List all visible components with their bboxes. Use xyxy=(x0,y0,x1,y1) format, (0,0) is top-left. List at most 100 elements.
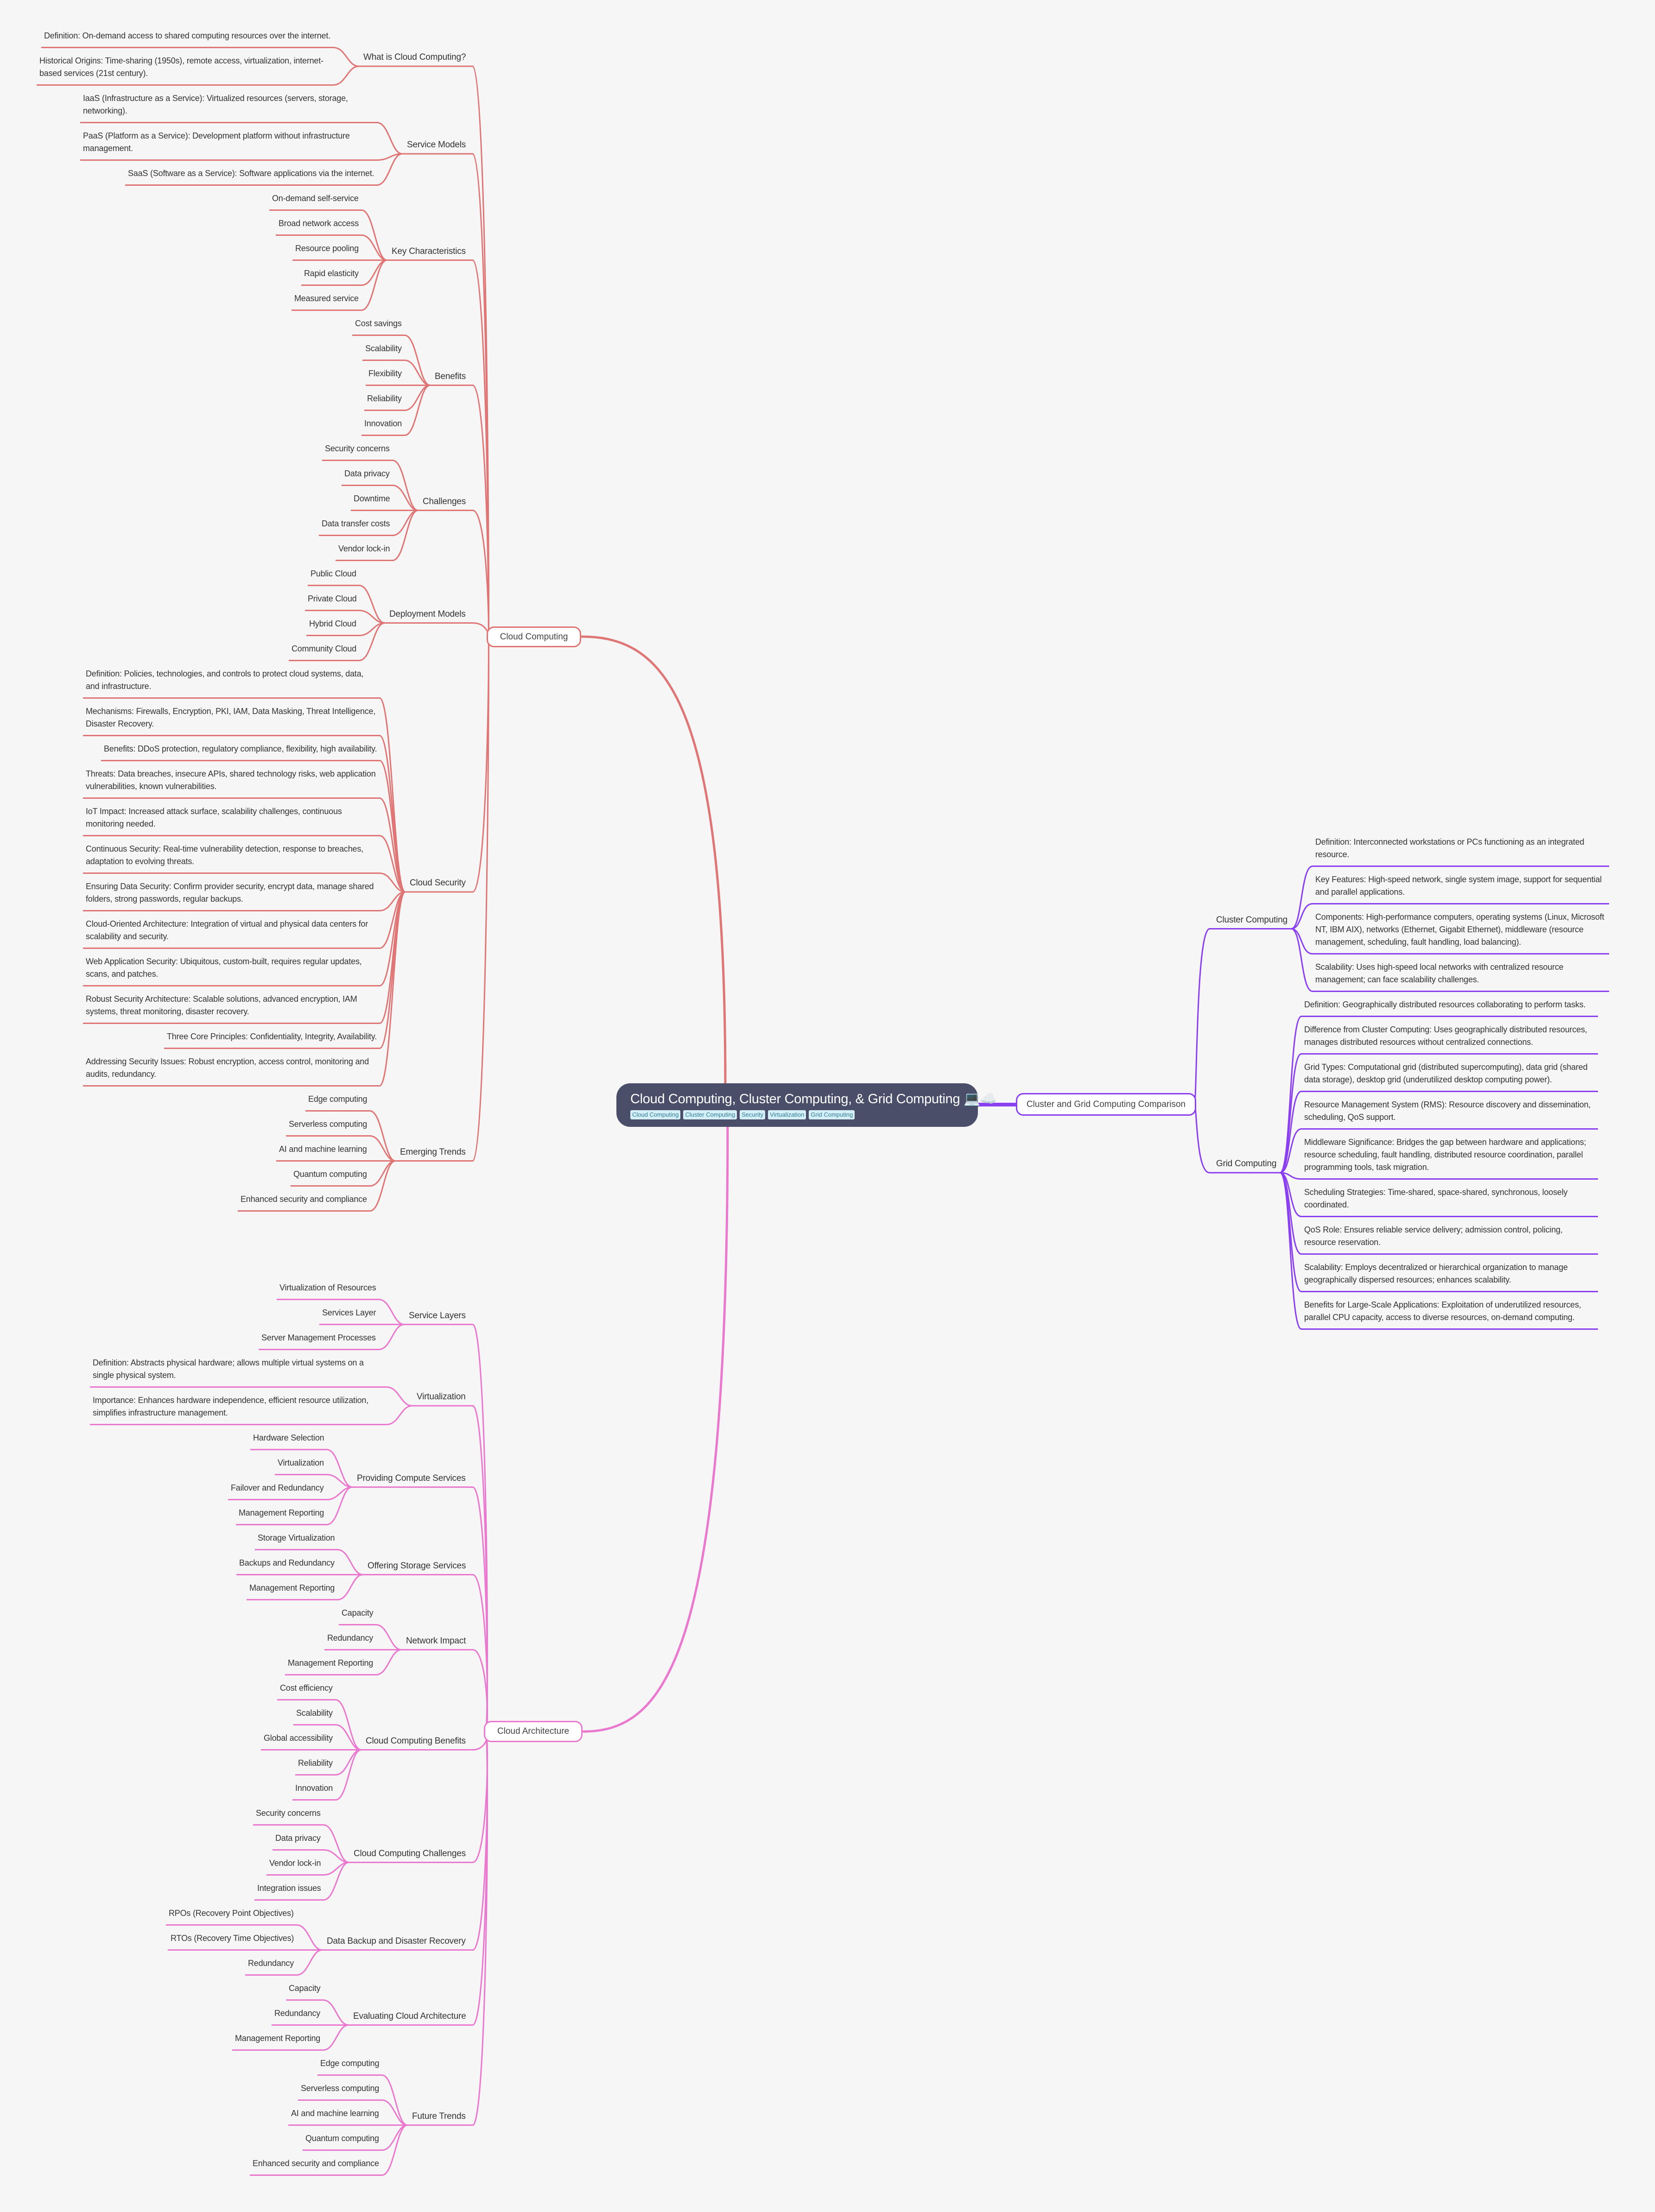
subtopic-item[interactable]: RTOs (Recovery Time Objectives) xyxy=(168,1926,297,1951)
subtopic-item[interactable]: Resource Management System (RMS): Resour… xyxy=(1301,1092,1598,1130)
subtopic-item[interactable]: Innovation xyxy=(361,411,405,436)
subtopic-item[interactable]: Grid Types: Computational grid (distribu… xyxy=(1301,1055,1598,1092)
subtopic-item[interactable]: AI and machine learning xyxy=(288,2101,382,2126)
subtopic-item[interactable]: Failover and Redundancy xyxy=(228,1475,327,1500)
subtopic-item[interactable]: Security concerns xyxy=(322,436,393,461)
subtopic-item[interactable]: Vendor lock-in xyxy=(266,1851,324,1876)
subtopic-item[interactable]: Public Cloud xyxy=(308,561,359,586)
subtopic-item[interactable]: Innovation xyxy=(292,1776,336,1801)
subtopic-item[interactable]: Integration issues xyxy=(254,1876,324,1901)
subtopic-item[interactable]: Virtualization xyxy=(275,1450,327,1475)
subtopic-item[interactable]: Measured service xyxy=(292,286,361,311)
subtopic-item[interactable]: Mechanisms: Firewalls, Encryption, PKI, … xyxy=(83,699,380,736)
topic-cluster-computing[interactable]: Cluster Computing xyxy=(1216,915,1287,925)
topic-data-backup-and-disaster-recovery[interactable]: Data Backup and Disaster Recovery xyxy=(327,1936,466,1946)
subtopic-item[interactable]: Management Reporting xyxy=(247,1575,338,1600)
subtopic-item[interactable]: Benefits for Large-Scale Applications: E… xyxy=(1301,1292,1598,1330)
subtopic-item[interactable]: Hybrid Cloud xyxy=(306,611,359,636)
subtopic-item[interactable]: Management Reporting xyxy=(285,1650,376,1675)
subtopic-item[interactable]: Vendor lock-in xyxy=(336,536,393,561)
branch-node-cloud-architecture[interactable]: Cloud Architecture xyxy=(484,1721,583,1742)
subtopic-item[interactable]: Definition: Abstracts physical hardware;… xyxy=(90,1350,387,1388)
subtopic-item[interactable]: Community Cloud xyxy=(289,636,360,661)
tag-cluster-computing[interactable]: Cluster Computing xyxy=(683,1110,737,1119)
subtopic-item[interactable]: Resource pooling xyxy=(292,236,361,261)
tag-virtualization[interactable]: Virtualization xyxy=(768,1110,806,1119)
subtopic-item[interactable]: Edge computing xyxy=(305,1087,370,1112)
topic-future-trends[interactable]: Future Trends xyxy=(412,2111,466,2121)
topic-what-is-cloud-computing[interactable]: What is Cloud Computing? xyxy=(363,52,466,62)
subtopic-item[interactable]: IoT Impact: Increased attack surface, sc… xyxy=(83,799,380,836)
subtopic-item[interactable]: Private Cloud xyxy=(305,586,360,611)
topic-virtualization[interactable]: Virtualization xyxy=(417,1392,466,1402)
subtopic-item[interactable]: Enhanced security and compliance xyxy=(250,2151,382,2176)
subtopic-item[interactable]: Definition: Geographically distributed r… xyxy=(1301,992,1598,1017)
subtopic-item[interactable]: Benefits: DDoS protection, regulatory co… xyxy=(101,736,380,761)
subtopic-item[interactable]: Backups and Redundancy xyxy=(236,1550,337,1575)
topic-cloud-computing-benefits[interactable]: Cloud Computing Benefits xyxy=(366,1736,466,1746)
subtopic-item[interactable]: Definition: Policies, technologies, and … xyxy=(83,661,380,699)
subtopic-item[interactable]: PaaS (Platform as a Service): Developmen… xyxy=(80,123,377,161)
subtopic-item[interactable]: Hardware Selection xyxy=(250,1425,327,1450)
subtopic-item[interactable]: Historical Origins: Time-sharing (1950s)… xyxy=(37,48,333,86)
subtopic-item[interactable]: Addressing Security Issues: Robust encry… xyxy=(83,1049,380,1087)
subtopic-item[interactable]: Rapid elasticity xyxy=(301,261,361,286)
branch-node-cloud-computing[interactable]: Cloud Computing xyxy=(487,626,581,647)
subtopic-item[interactable]: Scalability xyxy=(362,336,405,361)
subtopic-item[interactable]: Management Reporting xyxy=(232,2026,323,2051)
subtopic-item[interactable]: Cost efficiency xyxy=(277,1675,336,1700)
subtopic-item[interactable]: Ensuring Data Security: Confirm provider… xyxy=(83,874,380,911)
subtopic-item[interactable]: RPOs (Recovery Point Objectives) xyxy=(166,1901,297,1926)
subtopic-item[interactable]: Middleware Significance: Bridges the gap… xyxy=(1301,1130,1598,1180)
topic-service-models[interactable]: Service Models xyxy=(407,140,466,150)
subtopic-item[interactable]: On-demand self-service xyxy=(269,186,361,211)
subtopic-item[interactable]: Robust Security Architecture: Scalable s… xyxy=(83,986,380,1024)
subtopic-item[interactable]: Importance: Enhances hardware independen… xyxy=(90,1388,387,1425)
subtopic-item[interactable]: Data privacy xyxy=(273,1826,323,1851)
topic-cloud-security[interactable]: Cloud Security xyxy=(410,878,466,888)
subtopic-item[interactable]: Scalability: Employs decentralized or hi… xyxy=(1301,1255,1598,1292)
subtopic-item[interactable]: Components: High-performance computers, … xyxy=(1313,904,1609,954)
topic-challenges[interactable]: Challenges xyxy=(423,496,466,506)
subtopic-item[interactable]: Definition: Interconnected workstations … xyxy=(1313,829,1609,867)
subtopic-item[interactable]: Scheduling Strategies: Time-shared, spac… xyxy=(1301,1180,1598,1217)
subtopic-item[interactable]: Difference from Cluster Computing: Uses … xyxy=(1301,1017,1598,1055)
subtopic-item[interactable]: Redundancy xyxy=(324,1625,376,1650)
subtopic-item[interactable]: Reliability xyxy=(364,386,405,411)
subtopic-item[interactable]: Quantum computing xyxy=(291,1162,370,1187)
subtopic-item[interactable]: Services Layer xyxy=(319,1300,379,1325)
subtopic-item[interactable]: Global accessibility xyxy=(261,1725,336,1751)
subtopic-item[interactable]: Web Application Security: Ubiquitous, cu… xyxy=(83,949,380,986)
subtopic-item[interactable]: Server Management Processes xyxy=(259,1325,379,1350)
topic-deployment-models[interactable]: Deployment Models xyxy=(389,609,466,619)
subtopic-item[interactable]: Serverless computing xyxy=(298,2076,382,2101)
subtopic-item[interactable]: AI and machine learning xyxy=(276,1137,370,1162)
subtopic-item[interactable]: Broad network access xyxy=(276,211,362,236)
subtopic-item[interactable]: Edge computing xyxy=(317,2051,382,2076)
subtopic-item[interactable]: IaaS (Infrastructure as a Service): Virt… xyxy=(80,86,377,123)
subtopic-item[interactable]: Storage Virtualization xyxy=(255,1525,338,1550)
tag-security[interactable]: Security xyxy=(740,1110,766,1119)
subtopic-item[interactable]: Three Core Principles: Confidentiality, … xyxy=(164,1024,380,1049)
subtopic-item[interactable]: Data privacy xyxy=(342,461,393,486)
topic-providing-compute-services[interactable]: Providing Compute Services xyxy=(357,1473,466,1483)
subtopic-item[interactable]: Scalability xyxy=(293,1700,336,1725)
subtopic-item[interactable]: Redundancy xyxy=(272,2001,323,2026)
subtopic-item[interactable]: Key Features: High-speed network, single… xyxy=(1313,867,1609,904)
subtopic-item[interactable]: Scalability: Uses high-speed local netwo… xyxy=(1313,954,1609,992)
subtopic-item[interactable]: Enhanced security and compliance xyxy=(238,1187,370,1212)
subtopic-item[interactable]: Threats: Data breaches, insecure APIs, s… xyxy=(83,761,380,799)
subtopic-item[interactable]: Serverless computing xyxy=(286,1112,370,1137)
subtopic-item[interactable]: Data transfer costs xyxy=(319,511,393,536)
subtopic-item[interactable]: Redundancy xyxy=(245,1951,297,1976)
topic-cloud-computing-challenges[interactable]: Cloud Computing Challenges xyxy=(354,1848,466,1858)
subtopic-item[interactable]: Definition: On-demand access to shared c… xyxy=(41,23,333,48)
subtopic-item[interactable]: QoS Role: Ensures reliable service deliv… xyxy=(1301,1217,1598,1255)
subtopic-item[interactable]: Downtime xyxy=(351,486,393,511)
subtopic-item[interactable]: Reliability xyxy=(295,1751,336,1776)
central-topic-node[interactable]: Cloud Computing, Cluster Computing, & Gr… xyxy=(616,1083,997,1127)
subtopic-item[interactable]: Flexibility xyxy=(366,361,405,386)
topic-benefits[interactable]: Benefits xyxy=(435,371,466,381)
topic-grid-computing[interactable]: Grid Computing xyxy=(1216,1159,1277,1169)
subtopic-item[interactable]: Security concerns xyxy=(253,1801,323,1826)
